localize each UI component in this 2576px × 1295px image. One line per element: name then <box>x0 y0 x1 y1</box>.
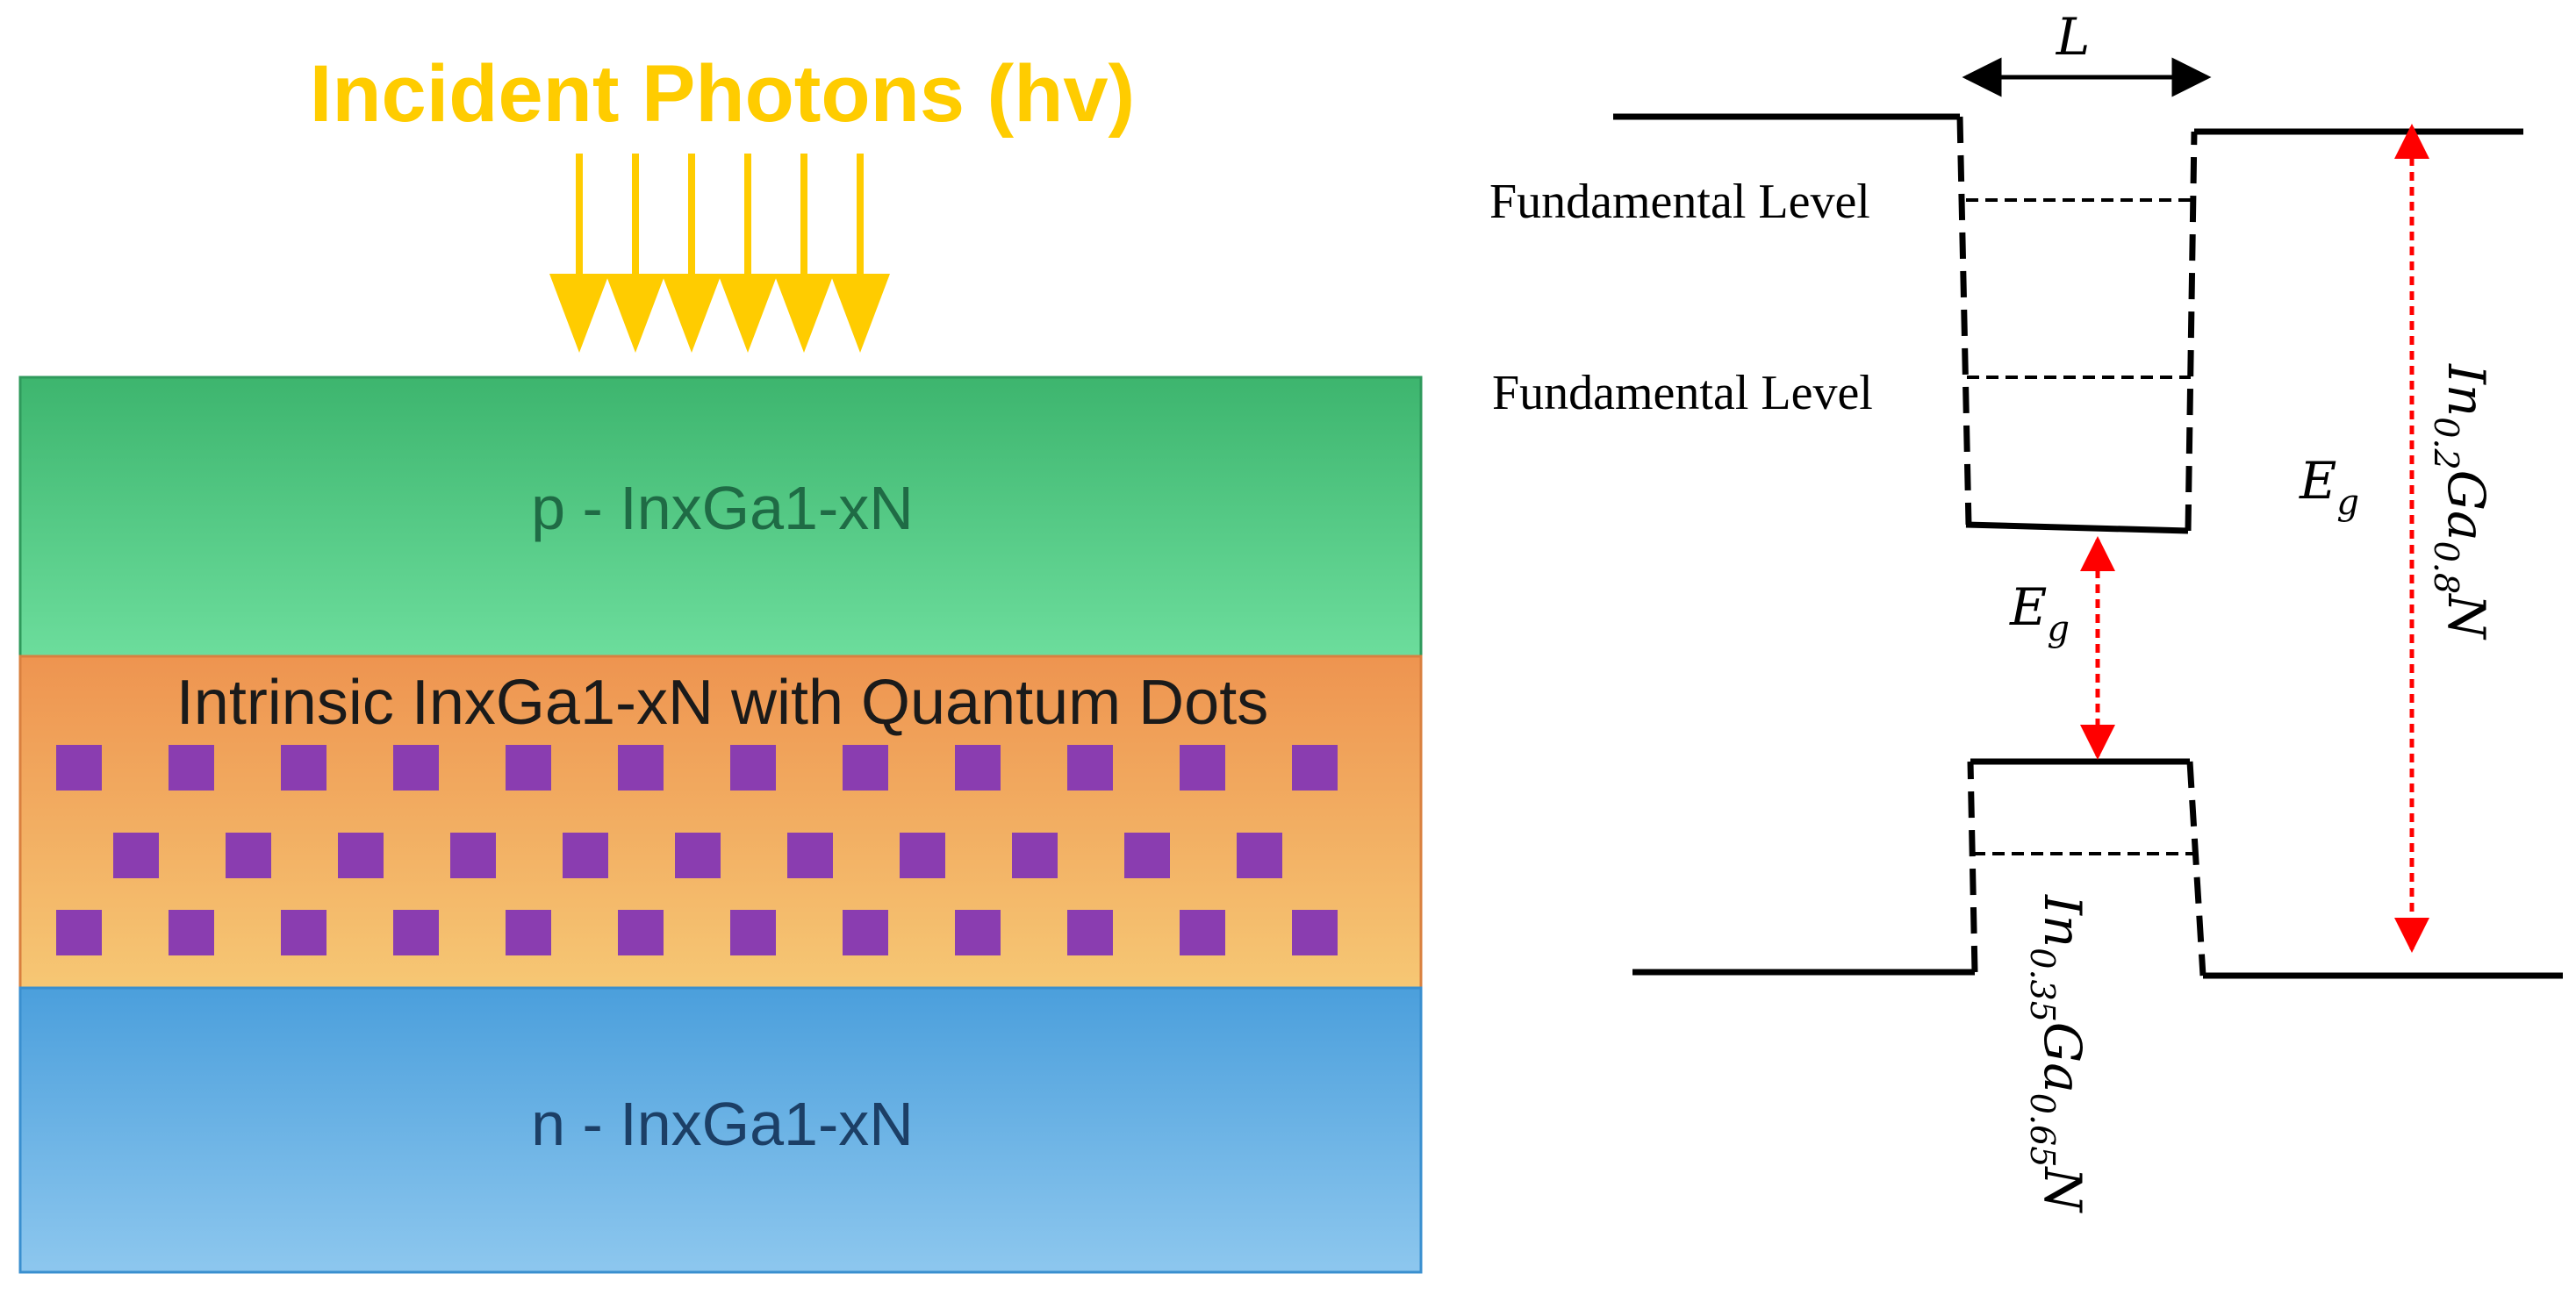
quantum-dot <box>1292 910 1338 955</box>
quantum-dot <box>338 833 384 878</box>
well-material-a: In <box>2033 894 2092 948</box>
barrier-material-b: Ga <box>2436 470 2496 541</box>
photon-arrow-head <box>830 274 890 353</box>
quantum-dot <box>506 745 551 791</box>
band-diagram-labels: L Fundamental Level Fundamental Level Eg… <box>1489 7 2496 1213</box>
quantum-dot <box>1237 833 1282 878</box>
quantum-dot <box>393 910 439 955</box>
quantum-dots <box>56 745 1338 955</box>
barrier-bandgap-symbol: E <box>2299 451 2336 511</box>
barrier-material-c: N <box>2436 592 2496 640</box>
photon-arrow-head <box>774 274 834 353</box>
quantum-dot <box>1067 910 1113 955</box>
photon-arrow-head <box>606 274 665 353</box>
conduction-well-left-wall <box>1956 116 1972 526</box>
photon-arrow-shaft <box>632 154 639 281</box>
quantum-dot <box>618 910 664 955</box>
quantum-dot <box>169 745 214 791</box>
well-bandgap-label: Eg <box>2009 577 2070 649</box>
quantum-dot <box>563 833 608 878</box>
quantum-dot <box>169 910 214 955</box>
well-material-b: Ga <box>2033 1022 2092 1093</box>
photon-arrow-head <box>662 274 721 353</box>
conduction-well-right-wall <box>2185 131 2198 532</box>
photon-arrow-shaft <box>576 154 583 281</box>
photon-arrow-shaft <box>857 154 864 281</box>
quantum-dot <box>226 833 271 878</box>
quantum-dot <box>955 910 1001 955</box>
quantum-dot <box>955 745 1001 791</box>
quantum-dot <box>1180 910 1225 955</box>
barrier-material-label: In0.2Ga0.8N <box>2427 363 2496 640</box>
barrier-material-a: In <box>2436 363 2496 417</box>
incident-photons-label: Incident Photons (hv) <box>310 49 1135 139</box>
well-bandgap-symbol: E <box>2009 577 2047 637</box>
well-material-b-sub: 0.65 <box>2023 1093 2062 1168</box>
barrier-bandgap-label: Eg <box>2299 451 2359 523</box>
photon-arrow-shaft <box>800 154 807 281</box>
quantum-dot <box>675 833 721 878</box>
quantum-dot <box>843 910 888 955</box>
quantum-dot <box>1124 833 1170 878</box>
quantum-dot <box>843 745 888 791</box>
photon-arrows <box>549 154 890 353</box>
n-layer <box>18 986 1423 1274</box>
p-layer <box>18 376 1423 658</box>
valence-well-left-wall <box>1967 761 1978 973</box>
quantum-dot <box>506 910 551 955</box>
quantum-dot <box>730 745 776 791</box>
quantum-dot <box>281 745 326 791</box>
intrinsic-layer-label: Intrinsic InxGa1-xN with Quantum Dots <box>176 668 1268 738</box>
device-structure: Incident Photons (hv) p - InxGa1-xN Intr… <box>18 49 1423 1274</box>
well-material-a-sub: 0.35 <box>2023 948 2062 1022</box>
barrier-material-b-sub: 0.8 <box>2427 541 2465 594</box>
quantum-dot <box>393 745 439 791</box>
quantum-dot <box>900 833 945 878</box>
quantum-dot <box>1180 745 1225 791</box>
photon-arrow-shaft <box>688 154 695 281</box>
quantum-dot <box>1067 745 1113 791</box>
barrier-material-a-sub: 0.2 <box>2427 417 2465 469</box>
p-layer-label: p - InxGa1-xN <box>531 474 914 542</box>
band-diagram <box>1613 57 2563 979</box>
fundamental-level-2-label: Fundamental Level <box>1492 366 1873 420</box>
barrier-bandgap-subscript: g <box>2336 483 2359 523</box>
valence-well-right-wall <box>2186 761 2206 977</box>
photon-arrow-head <box>549 274 609 353</box>
quantum-dot <box>450 833 496 878</box>
quantum-dot <box>618 745 664 791</box>
well-width-label: L <box>2056 7 2091 67</box>
quantum-dot <box>113 833 159 878</box>
quantum-dot <box>1292 745 1338 791</box>
photon-arrow-head <box>718 274 778 353</box>
quantum-dot <box>1012 833 1058 878</box>
quantum-dot <box>281 910 326 955</box>
photon-arrow-shaft <box>744 154 751 281</box>
fundamental-level-1-label: Fundamental Level <box>1489 175 1870 229</box>
n-layer-label: n - InxGa1-xN <box>531 1090 914 1158</box>
well-material-c: N <box>2033 1165 2092 1213</box>
quantum-dot <box>787 833 833 878</box>
quantum-dot <box>56 745 102 791</box>
quantum-dot <box>56 910 102 955</box>
quantum-dot <box>730 910 776 955</box>
well-bandgap-subscript: g <box>2047 609 2070 649</box>
well-material-label: In0.35Ga0.65N <box>2023 894 2092 1213</box>
conduction-well-bottom <box>1965 521 2189 534</box>
